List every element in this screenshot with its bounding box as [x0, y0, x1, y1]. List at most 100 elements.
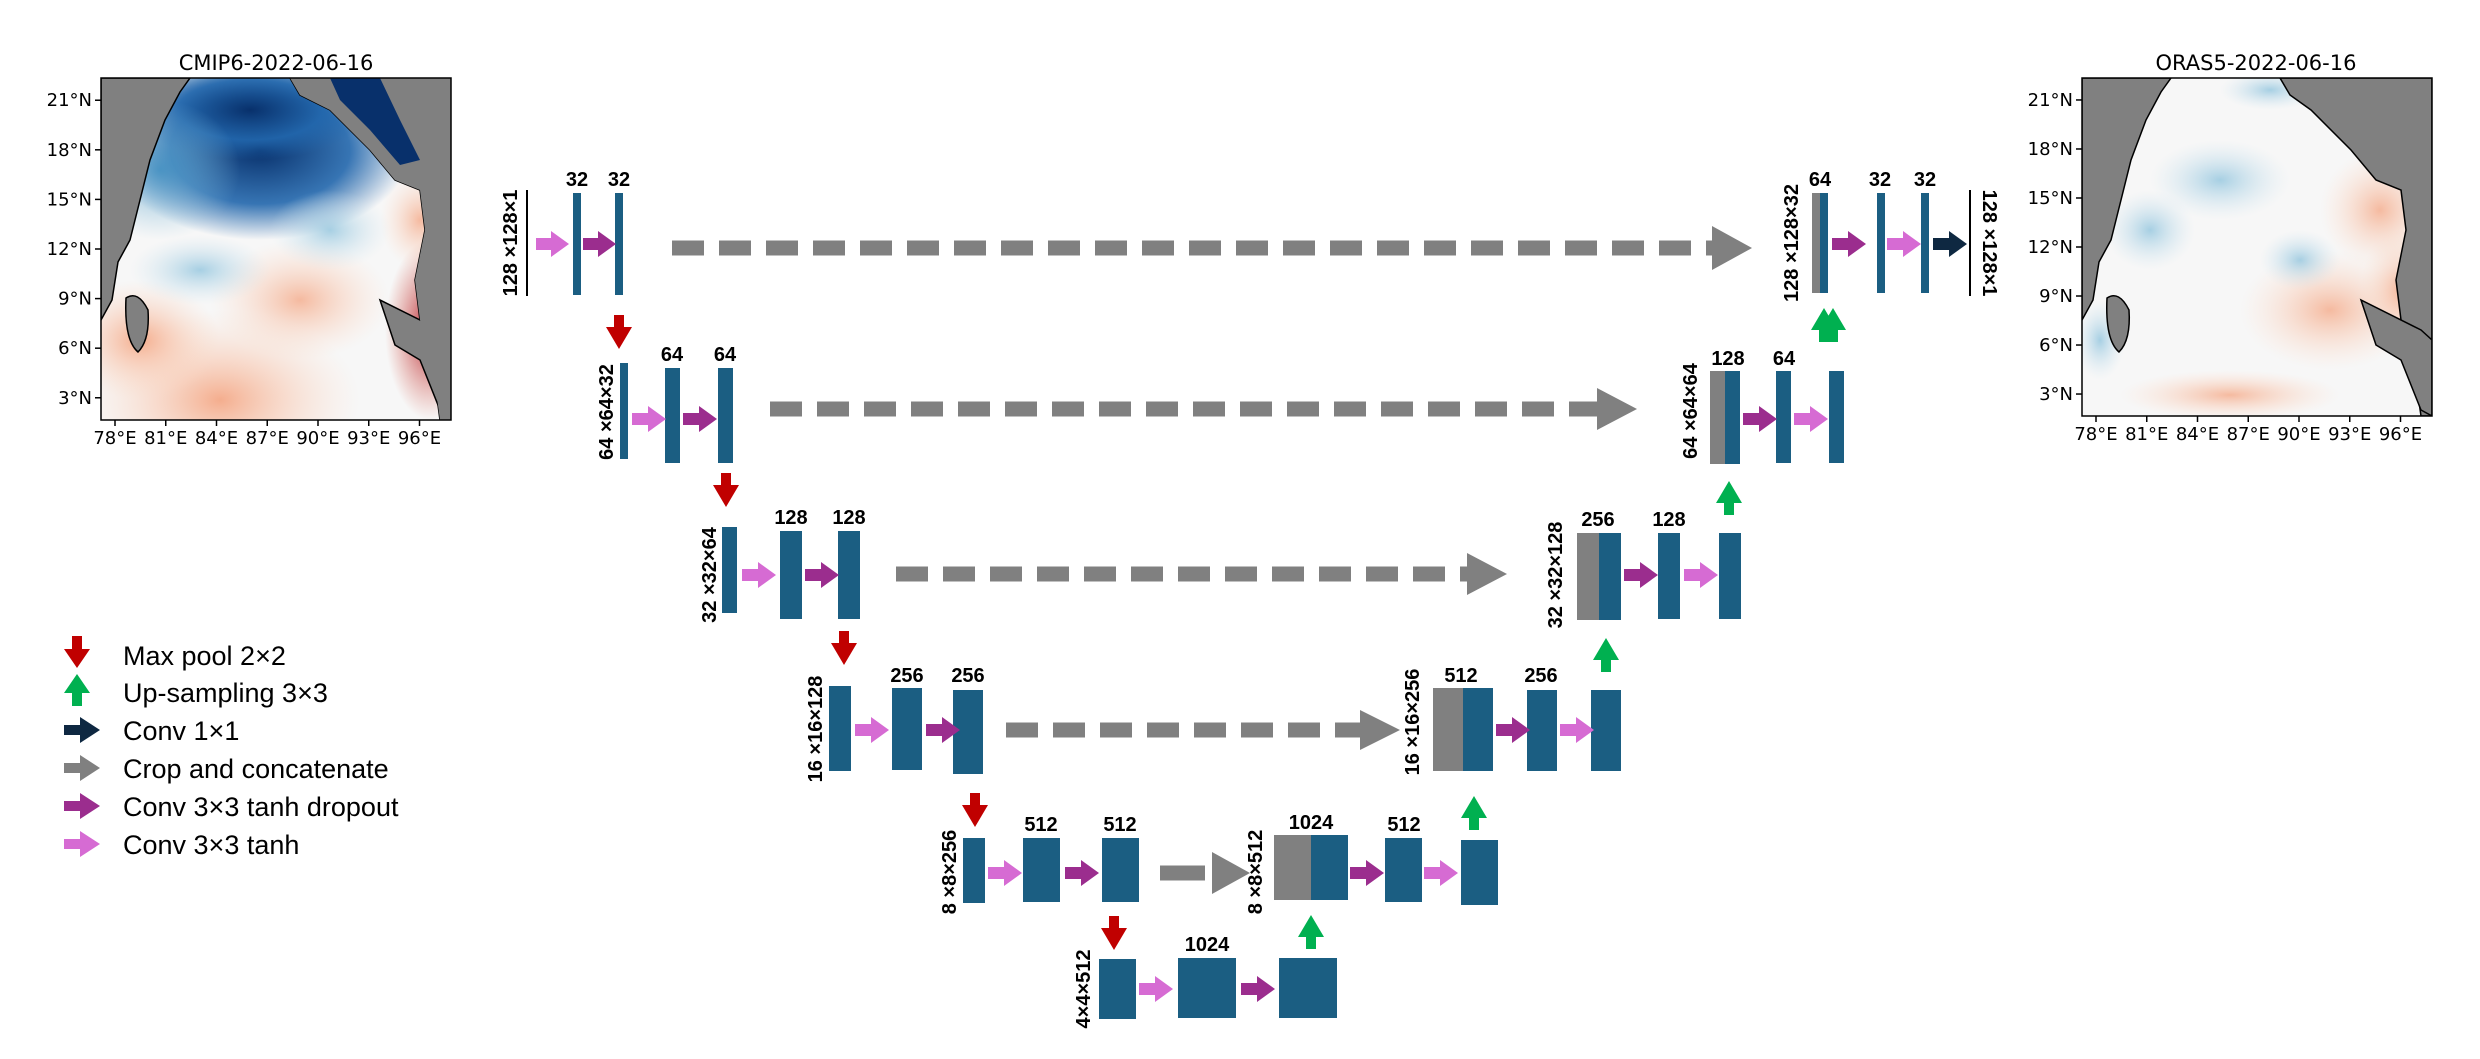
legend-item: Up-sampling 3×3 [64, 674, 328, 708]
feature-map [892, 688, 922, 770]
conv1x1-arrow-icon [64, 717, 100, 743]
channel-label: 64 [1809, 169, 1832, 191]
legend-label: Conv 1×1 [123, 716, 239, 746]
lon-tick-label: 78°E [2074, 424, 2117, 445]
feature-map [1776, 371, 1791, 463]
conv-tanh-dropout-arrow-icon [64, 793, 100, 819]
lon-tick-label: 87°E [246, 428, 289, 449]
conv-tanh-arrow-icon [536, 231, 569, 257]
india-landmass [101, 78, 191, 321]
conv-tanh-dropout-arrow-icon [683, 406, 717, 432]
oras5-map: ORAS5-2022-06-16 21°N18°N15°N12°N9°N6°N3… [2028, 51, 2433, 445]
lat-tick-label: 12°N [2028, 237, 2073, 258]
decoder-level-16: 16 ×16×256 512 256 [1402, 638, 1621, 775]
feature-map [1829, 371, 1844, 463]
cmip6-map: CMIP6-2022-06-16 21°N18°N15°N12°N9°N6°N3… [47, 51, 452, 449]
feature-map [838, 531, 860, 619]
legend-label: Crop and concatenate [123, 754, 389, 784]
lat-tick-label: 18°N [47, 140, 92, 161]
feature-map [1461, 840, 1498, 905]
upsampling-arrow-icon [1298, 915, 1324, 949]
feature-map [1877, 193, 1885, 293]
max-pool-arrow-icon [713, 473, 739, 507]
conv-tanh-dropout-arrow-icon [1624, 562, 1658, 588]
decoder-32-dims: 32 ×32×128 [1545, 522, 1567, 629]
feature-map [1099, 959, 1136, 1019]
lat-tick-label: 15°N [47, 189, 92, 210]
channel-label: 32 [1869, 169, 1891, 191]
legend-item: Max pool 2×2 [64, 636, 286, 671]
conv-tanh-dropout-arrow-icon [805, 562, 839, 588]
lat-tick-label: 12°N [47, 239, 92, 260]
oras5-lat-ticks: 21°N18°N15°N12°N9°N6°N3°N [2028, 90, 2082, 405]
conv-tanh-dropout-arrow-icon [1496, 717, 1530, 743]
encoder-level-5: 8 ×8×256 512 512 [939, 814, 1139, 950]
legend-label: Conv 3×3 tanh [123, 830, 299, 860]
conv-tanh-dropout-arrow-icon [583, 231, 616, 257]
decoder-level-8: 8 ×8×512 1024 512 [1245, 796, 1498, 914]
feature-map [1591, 690, 1621, 771]
feature-map [1725, 371, 1740, 464]
channel-label: 512 [1103, 814, 1136, 836]
lon-tick-label: 93°E [2328, 424, 2371, 445]
feature-map [1719, 533, 1741, 619]
concat-feature-map [1710, 371, 1725, 464]
max-pool-arrow-icon [606, 315, 632, 349]
feature-map [1023, 838, 1060, 902]
lat-tick-label: 9°N [58, 289, 92, 310]
decoder-16-dims: 16 ×16×256 [1402, 669, 1424, 776]
encoder-level-4: 16 ×16×128 256 256 [805, 665, 988, 827]
decoder-level-128: 128 ×128×32 64 32 32 128 ×128×1 [1781, 169, 2000, 342]
feature-map [1658, 533, 1680, 619]
conv-tanh-dropout-arrow-icon [1832, 231, 1866, 257]
concat-feature-map [1812, 193, 1820, 293]
channel-label: 512 [1444, 665, 1477, 687]
conv-tanh-arrow-icon [64, 831, 100, 857]
channel-label: 128 [1711, 348, 1744, 370]
concat-feature-map [1274, 835, 1311, 900]
conv-tanh-arrow-icon [742, 562, 776, 588]
feature-map [1385, 838, 1422, 902]
oras5-heatmap [2082, 78, 2432, 416]
feature-map [665, 368, 680, 463]
feature-map [620, 363, 628, 459]
cmip6-heatmap [101, 78, 451, 420]
lat-tick-label: 21°N [2028, 90, 2073, 111]
crop-concat-arrow-icon [64, 755, 100, 781]
channel-label: 32 [608, 169, 630, 191]
channel-label: 32 [566, 169, 588, 191]
conv-tanh-arrow-icon [1560, 717, 1594, 743]
upsampling-arrow-icon [1461, 796, 1487, 830]
bottleneck-level: 4×4×512 1024 [1073, 915, 1337, 1028]
max-pool-arrow-icon [962, 793, 988, 827]
channel-label: 128 [1652, 509, 1685, 531]
legend-item: Conv 3×3 tanh dropout [64, 792, 399, 822]
channel-label: 32 [1914, 169, 1936, 191]
channel-label: 1024 [1289, 812, 1334, 834]
channel-label: 128 [832, 507, 865, 529]
lat-tick-label: 9°N [2039, 286, 2073, 307]
lat-tick-label: 21°N [47, 90, 92, 111]
channel-label: 64 [714, 344, 737, 366]
oras5-map-title: ORAS5-2022-06-16 [2156, 51, 2357, 75]
encoder-1-dims: 128 ×128×1 [500, 190, 522, 297]
conv-tanh-dropout-arrow-icon [1350, 860, 1384, 886]
lon-tick-label: 90°E [296, 428, 339, 449]
feature-map [1921, 193, 1929, 293]
legend-label: Up-sampling 3×3 [123, 678, 328, 708]
conv-tanh-arrow-icon [1887, 231, 1921, 257]
channel-label: 256 [1524, 665, 1557, 687]
skip-connections [672, 226, 1752, 894]
feature-map [829, 686, 851, 771]
conv-tanh-arrow-icon [1139, 976, 1173, 1002]
sri-lanka-landmass [125, 295, 150, 354]
lon-tick-label: 81°E [2125, 424, 2168, 445]
conv-tanh-dropout-arrow-icon [1743, 406, 1777, 432]
conv-tanh-arrow-icon [1794, 406, 1828, 432]
lon-tick-label: 81°E [144, 428, 187, 449]
cmip6-lat-ticks: 21°N18°N15°N12°N9°N6°N3°N [47, 90, 101, 409]
conv-tanh-arrow-icon [1424, 860, 1458, 886]
decoder-8-dims: 8 ×8×512 [1245, 830, 1267, 915]
